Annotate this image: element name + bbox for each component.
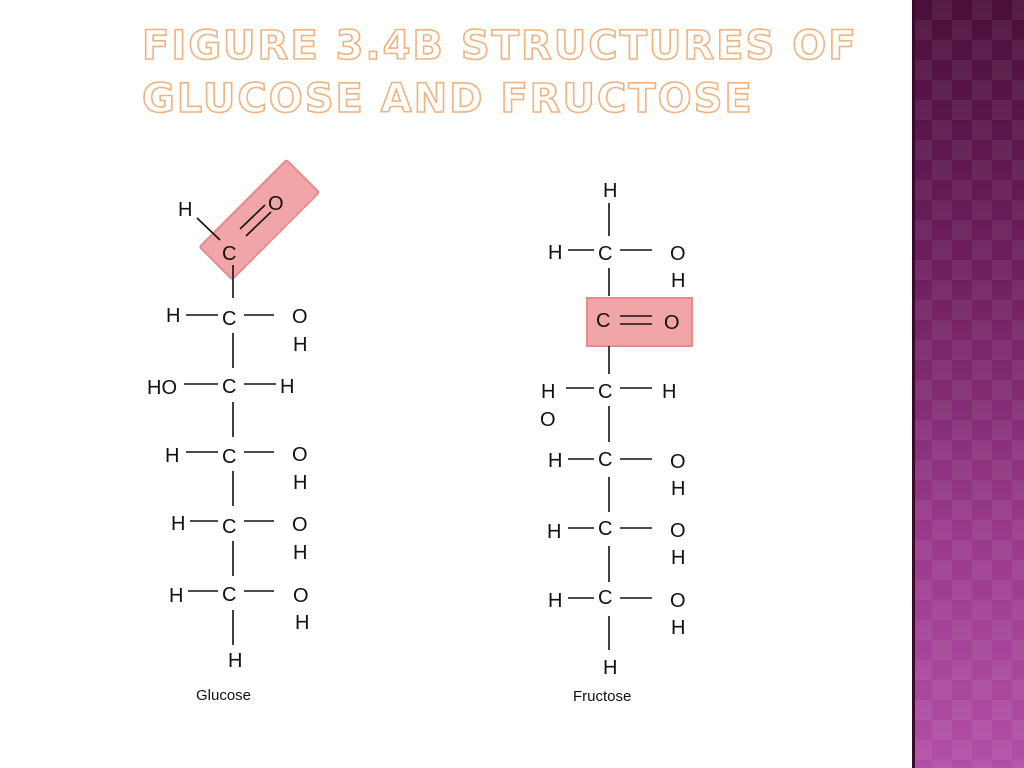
- glucose-c1-h-bond: [196, 217, 221, 241]
- glucose-c1-o: O: [268, 193, 284, 215]
- structures-diagram: H C O H C O H HO C H H C O H H C O: [147, 159, 693, 705]
- glucose-c4-left: H: [165, 445, 179, 467]
- glucose-structure: H C O H C O H HO C H H C O H H C O: [147, 159, 320, 704]
- glucose-c1-c: C: [222, 243, 236, 265]
- fructose-c1-right1: O: [670, 243, 686, 265]
- glucose-c2-right1: O: [292, 306, 308, 328]
- fructose-c4-right2: H: [671, 478, 685, 500]
- glucose-double-bond-b: [245, 211, 272, 237]
- glucose-bottom-h: H: [228, 650, 242, 672]
- fructose-c3-left1: H: [541, 381, 555, 403]
- fructose-c1-right2: H: [671, 270, 685, 292]
- glucose-caption: Glucose: [196, 687, 251, 704]
- fructose-c3-c: C: [598, 381, 612, 403]
- glucose-c4-c: C: [222, 446, 236, 468]
- sidebar-edge: [912, 0, 915, 768]
- fructose-c1-left: H: [548, 242, 562, 264]
- fructose-c4-c: C: [598, 449, 612, 471]
- glucose-c5-right1: O: [292, 514, 308, 536]
- fructose-c5-right2: H: [671, 547, 685, 569]
- glucose-double-bond-a: [239, 204, 266, 230]
- fructose-c6-left: H: [548, 590, 562, 612]
- glucose-c2-right2: H: [293, 334, 307, 356]
- glucose-c2-c: C: [222, 308, 236, 330]
- slide-title: Figure 3.4b Structures of Glucose and Fr…: [141, 22, 858, 123]
- glucose-c5-right2: H: [293, 542, 307, 564]
- fructose-c1-c: C: [598, 243, 612, 265]
- glucose-c6-right1: O: [293, 585, 309, 607]
- glucose-c5-left: H: [171, 513, 185, 535]
- fructose-c5-c: C: [598, 518, 612, 540]
- fructose-structure: H H C O H C O H O C H H C O H H: [540, 180, 693, 705]
- glucose-c6-right2: H: [295, 612, 309, 634]
- fructose-c2-o: O: [664, 312, 680, 334]
- fructose-c2-c: C: [596, 310, 610, 332]
- fructose-bottom-h: H: [603, 657, 617, 679]
- glucose-c6-left: H: [169, 585, 183, 607]
- sidebar-pattern: [912, 0, 1024, 768]
- decorative-sidebar: [912, 0, 1024, 768]
- fructose-c6-right2: H: [671, 617, 685, 639]
- glucose-c3-right1: H: [280, 376, 294, 398]
- glucose-c2-left: H: [166, 305, 180, 327]
- fructose-c6-c: C: [598, 587, 612, 609]
- fructose-carbonyl-highlight: [586, 297, 693, 347]
- glucose-c3-left: HO: [147, 377, 177, 399]
- fructose-top-h: H: [603, 180, 617, 202]
- glucose-c4-right1: O: [292, 444, 308, 466]
- fructose-c4-left: H: [548, 450, 562, 472]
- glucose-c6-c: C: [222, 584, 236, 606]
- glucose-c5-c: C: [222, 516, 236, 538]
- glucose-c4-right2: H: [293, 472, 307, 494]
- glucose-c1-h: H: [178, 199, 192, 221]
- glucose-carbonyl-highlight: [199, 159, 320, 280]
- fructose-c4-right1: O: [670, 451, 686, 473]
- fructose-c6-right1: O: [670, 590, 686, 612]
- fructose-c3-left2: O: [540, 409, 556, 431]
- fructose-caption: Fructose: [573, 688, 631, 705]
- fructose-c5-left: H: [547, 521, 561, 543]
- fructose-c5-right1: O: [670, 520, 686, 542]
- glucose-c3-c: C: [222, 376, 236, 398]
- fructose-c3-right: H: [662, 381, 676, 403]
